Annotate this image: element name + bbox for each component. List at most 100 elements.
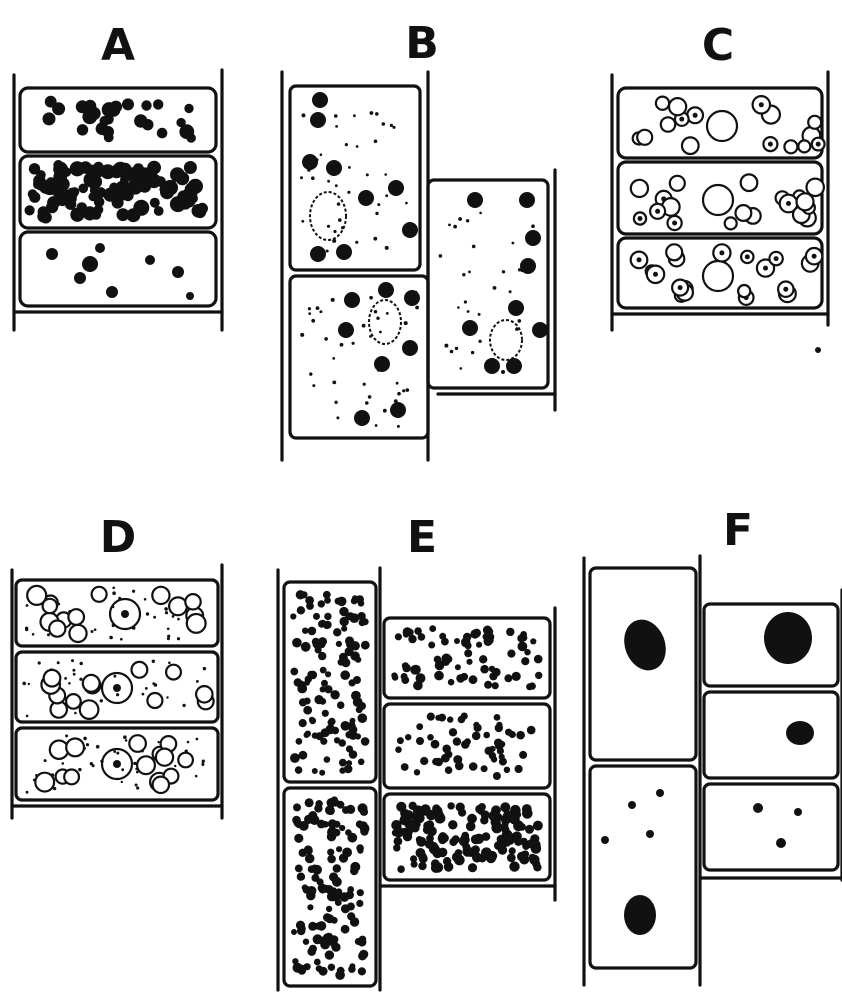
granule [454, 638, 460, 644]
granule [347, 833, 357, 843]
granule [333, 829, 341, 837]
granule [419, 805, 430, 816]
granule [484, 681, 492, 689]
granule [405, 202, 408, 205]
granule [26, 715, 29, 718]
granule [531, 224, 535, 228]
granule [340, 670, 350, 680]
granule [311, 865, 319, 873]
panel-f-granule [776, 838, 786, 848]
granule [79, 678, 82, 681]
granule [519, 751, 527, 759]
granule [521, 635, 528, 642]
granule [472, 629, 481, 638]
granule [345, 143, 348, 146]
granule [357, 889, 364, 896]
granule [78, 768, 81, 771]
granule [489, 666, 495, 672]
granule [509, 847, 516, 854]
pyrenoid [763, 266, 768, 271]
granule [313, 613, 320, 620]
granule [492, 682, 499, 689]
granule [168, 662, 171, 665]
granule [516, 363, 519, 366]
granule [453, 737, 461, 745]
granule [296, 921, 305, 930]
granule [290, 753, 300, 763]
granule [466, 219, 469, 222]
granule [308, 811, 317, 820]
granule [507, 650, 515, 658]
granule [435, 715, 441, 721]
granule [418, 853, 427, 862]
granule [456, 674, 465, 683]
granule [153, 616, 156, 619]
granule [518, 319, 522, 323]
granule [377, 203, 380, 206]
chloroplast [354, 410, 370, 426]
granule [481, 765, 488, 772]
chloroplast [82, 256, 98, 272]
chloroplast [184, 104, 193, 113]
granule [501, 370, 505, 374]
granule [533, 821, 543, 831]
granule [83, 737, 87, 741]
panel-c-stray-dot [815, 347, 821, 353]
granule [125, 739, 128, 742]
chloroplast [656, 97, 669, 110]
granule [444, 344, 448, 348]
chloroplast [141, 100, 151, 110]
granule [509, 814, 519, 824]
granule [358, 967, 366, 975]
chloroplast [132, 662, 148, 678]
nucleolus [113, 760, 121, 768]
chloroplast [388, 180, 404, 196]
granule [362, 618, 369, 625]
granule [458, 716, 466, 724]
chloroplast [106, 286, 118, 298]
granule [320, 686, 326, 692]
granule [336, 641, 342, 647]
chloroplast [117, 208, 130, 221]
chloroplast [137, 756, 155, 774]
granule [501, 837, 511, 847]
nucleus [703, 261, 733, 291]
chloroplast [46, 177, 57, 188]
granule [482, 832, 491, 841]
granule [406, 388, 410, 392]
granule [90, 762, 93, 765]
granule [57, 661, 60, 664]
chloroplast [508, 300, 524, 316]
granule [312, 384, 315, 387]
granule [44, 759, 47, 762]
granule [504, 767, 510, 773]
granule [304, 845, 313, 854]
granule [456, 803, 465, 812]
granule [348, 166, 351, 169]
granule [324, 337, 328, 341]
granule [357, 847, 363, 853]
granule [457, 306, 460, 309]
granule [307, 671, 315, 679]
granule [358, 938, 367, 947]
granule [334, 401, 337, 404]
granule [301, 642, 311, 652]
granule [411, 345, 415, 349]
granule [334, 114, 338, 118]
granule [384, 173, 387, 176]
granule [448, 679, 455, 686]
chloroplast [166, 665, 181, 680]
chloroplast [178, 753, 193, 768]
granule [506, 628, 514, 636]
granule [332, 239, 336, 243]
granule [427, 734, 434, 741]
granule [177, 637, 180, 640]
granule [303, 939, 309, 945]
granule [311, 176, 315, 180]
chloroplast [154, 206, 164, 216]
granule [453, 225, 457, 229]
panel-f-nucleus-4 [624, 895, 656, 935]
granule [515, 327, 519, 331]
chloroplast [153, 777, 169, 793]
pyrenoid [672, 221, 677, 226]
